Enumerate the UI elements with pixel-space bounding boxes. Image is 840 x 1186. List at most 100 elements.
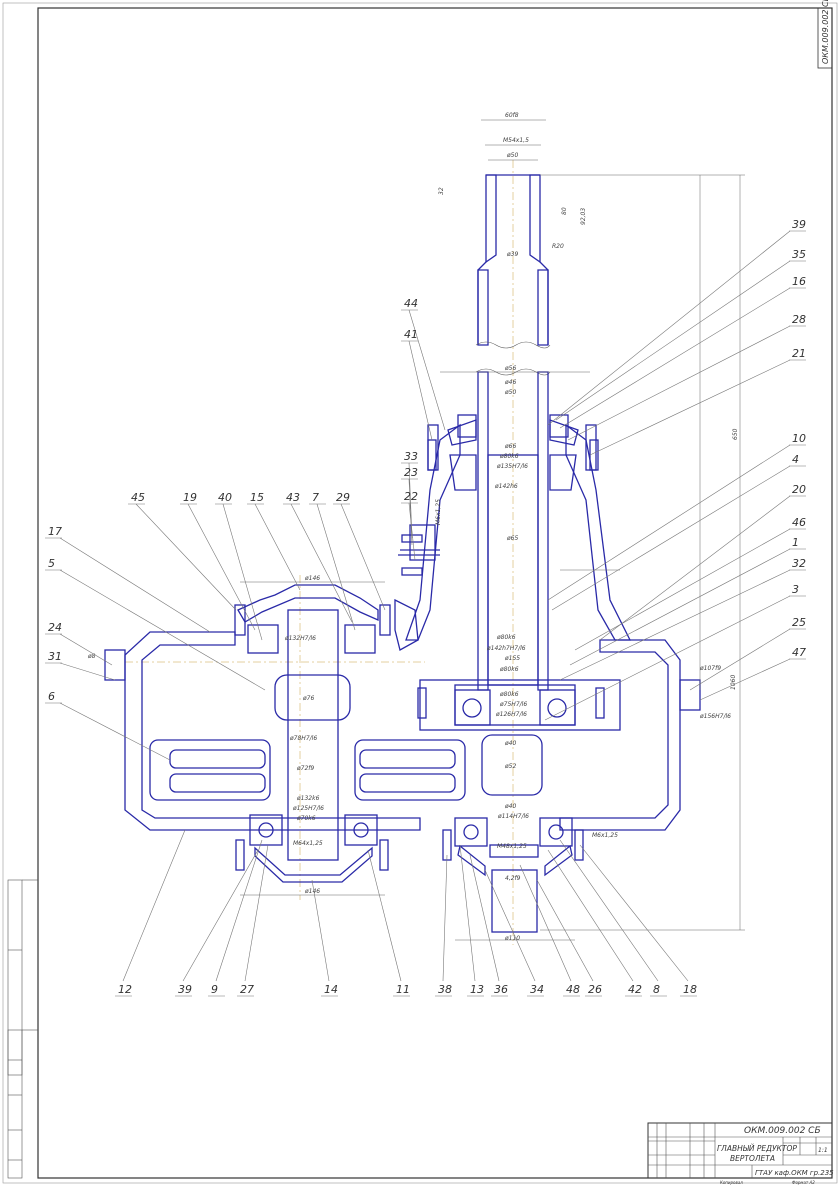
callout-bottom-26: 26: [588, 983, 602, 996]
dimension-label: R20: [552, 243, 564, 250]
dimension-label: ø50: [506, 152, 518, 159]
corner-stamp-text: ОКМ.009.002 СБ: [821, 0, 830, 64]
dimension-label: ø142h6: [494, 483, 518, 490]
callout-right-35: 35: [792, 248, 806, 261]
dimension-label: ø126H7/l6: [495, 711, 527, 718]
callout-leader: [316, 503, 356, 631]
callout-bottom-36: 36: [494, 983, 508, 996]
callout-leader: [519, 864, 572, 982]
dimension-label: ø135H7/l6: [496, 463, 528, 470]
callout-right-28: 28: [792, 313, 806, 326]
callout-leader: [367, 849, 402, 982]
dimension-lines: [240, 119, 745, 941]
dimension-label: ø46: [504, 379, 516, 386]
dimension-label: ø56: [504, 365, 516, 372]
dimension-label: ø80k6: [499, 453, 519, 460]
drawing-title-line1: ГЛАВНЫЙ РЕДУКТОР: [717, 1144, 797, 1153]
callout-leader: [547, 849, 634, 982]
callout-leader: [59, 633, 113, 666]
dimension-label: ø66: [504, 443, 516, 450]
dimension-label: 650: [732, 428, 739, 440]
callout-bottom-18: 18: [683, 983, 697, 996]
callout-leader: [484, 869, 536, 982]
left-margin-stamps: [7, 879, 38, 1179]
callout-bottom-42: 42: [628, 983, 642, 996]
dimension-label: ø142h7H7/l6: [486, 645, 526, 652]
callout-right-32: 32: [792, 557, 806, 570]
callout-right-39: 39: [792, 218, 806, 231]
dimension-label: 4,2f9: [505, 875, 521, 882]
callout-leader: [559, 287, 791, 429]
dimension-label: ø156H7/l6: [699, 713, 731, 720]
callout-leader: [599, 495, 791, 641]
drawing-frame: [37, 7, 833, 1179]
dimension-label: 80: [561, 207, 568, 215]
dimension-label: ø76: [302, 695, 314, 702]
intermediate-gear-assembly: [149, 584, 466, 883]
dimension-label: ø40: [504, 803, 516, 810]
dimension-label: ø110: [504, 935, 520, 942]
format-label: Формат A2: [792, 1180, 815, 1185]
callout-leader: [689, 628, 791, 691]
callout-right-46: 46: [792, 516, 806, 529]
dimension-label: ø146: [304, 575, 320, 582]
callout-upper-15: 15: [250, 491, 264, 504]
callout-right-16: 16: [792, 275, 806, 288]
dimension-label: M64x1,25: [293, 840, 323, 847]
callout-leader: [244, 844, 269, 982]
callout-bottom-38: 38: [438, 983, 452, 996]
callout-leader: [59, 662, 116, 681]
callout-leader: [559, 569, 791, 681]
callout-right-21: 21: [792, 347, 806, 360]
dimension-label: M6x1,25: [435, 499, 442, 525]
callout-leader: [311, 879, 330, 982]
callout-leader: [547, 444, 791, 601]
organization: ГТАУ каф.ОКМ гр.235: [755, 1169, 834, 1177]
dimension-label: 92,03: [580, 208, 587, 225]
callout-leader: [567, 325, 791, 441]
title-block: ОКМ.009.002 СБ ГЛАВНЫЙ РЕДУКТОР ВЕРТОЛЕТ…: [647, 1122, 834, 1185]
dimension-label: ø65: [506, 535, 518, 542]
dimension-label: 32: [438, 187, 445, 195]
callout-bottom-39: 39: [178, 983, 192, 996]
dimension-label: ø78H7/l6: [289, 735, 317, 742]
callout-leader: [215, 839, 263, 982]
callout-leader: [547, 230, 791, 426]
callout-tower_left-22: 22: [404, 490, 418, 503]
callout-bottom-27: 27: [240, 983, 254, 996]
callout-right-1: 1: [792, 536, 799, 549]
dimension-label: ø52: [504, 763, 516, 770]
callout-leader: [59, 702, 171, 761]
callout-leader: [551, 465, 791, 611]
callout-bottom-13: 13: [470, 983, 484, 996]
dimension-label: ø80k6: [499, 691, 519, 698]
callout-leader: [290, 503, 353, 623]
dimension-label: ø39: [506, 251, 518, 258]
callout-leader: [536, 879, 594, 982]
dimension-label: ø125H7/l6: [292, 805, 324, 812]
callout-leader: [222, 503, 263, 641]
dimension-label: ø80k6: [496, 634, 516, 641]
callout-tower_left-44: 44: [404, 297, 418, 310]
dimension-label: ø146: [304, 888, 320, 895]
upper-housing: [398, 414, 632, 641]
callout-left-17: 17: [48, 525, 62, 538]
callout-leader: [469, 854, 500, 982]
callout-right-25: 25: [792, 616, 806, 629]
callout-left-5: 5: [48, 557, 55, 570]
dimension-label: ø132H7/l6: [284, 635, 316, 642]
callout-leader: [589, 359, 791, 456]
callout-upper-40: 40: [218, 491, 232, 504]
callout-bottom-14: 14: [324, 983, 338, 996]
callout-leader: [555, 260, 791, 421]
dimension-label: ø50: [504, 389, 516, 396]
dimension-label: ø114H7/l6: [497, 813, 529, 820]
callout-right-47: 47: [792, 646, 806, 659]
callout-upper-19: 19: [183, 491, 197, 504]
callout-leader: [579, 844, 689, 982]
dimension-label: ø80k6: [499, 666, 519, 673]
callout-bottom-8: 8: [653, 983, 660, 996]
dimension-label: ø8: [87, 653, 96, 660]
dimension-label: 60f8: [505, 112, 519, 119]
